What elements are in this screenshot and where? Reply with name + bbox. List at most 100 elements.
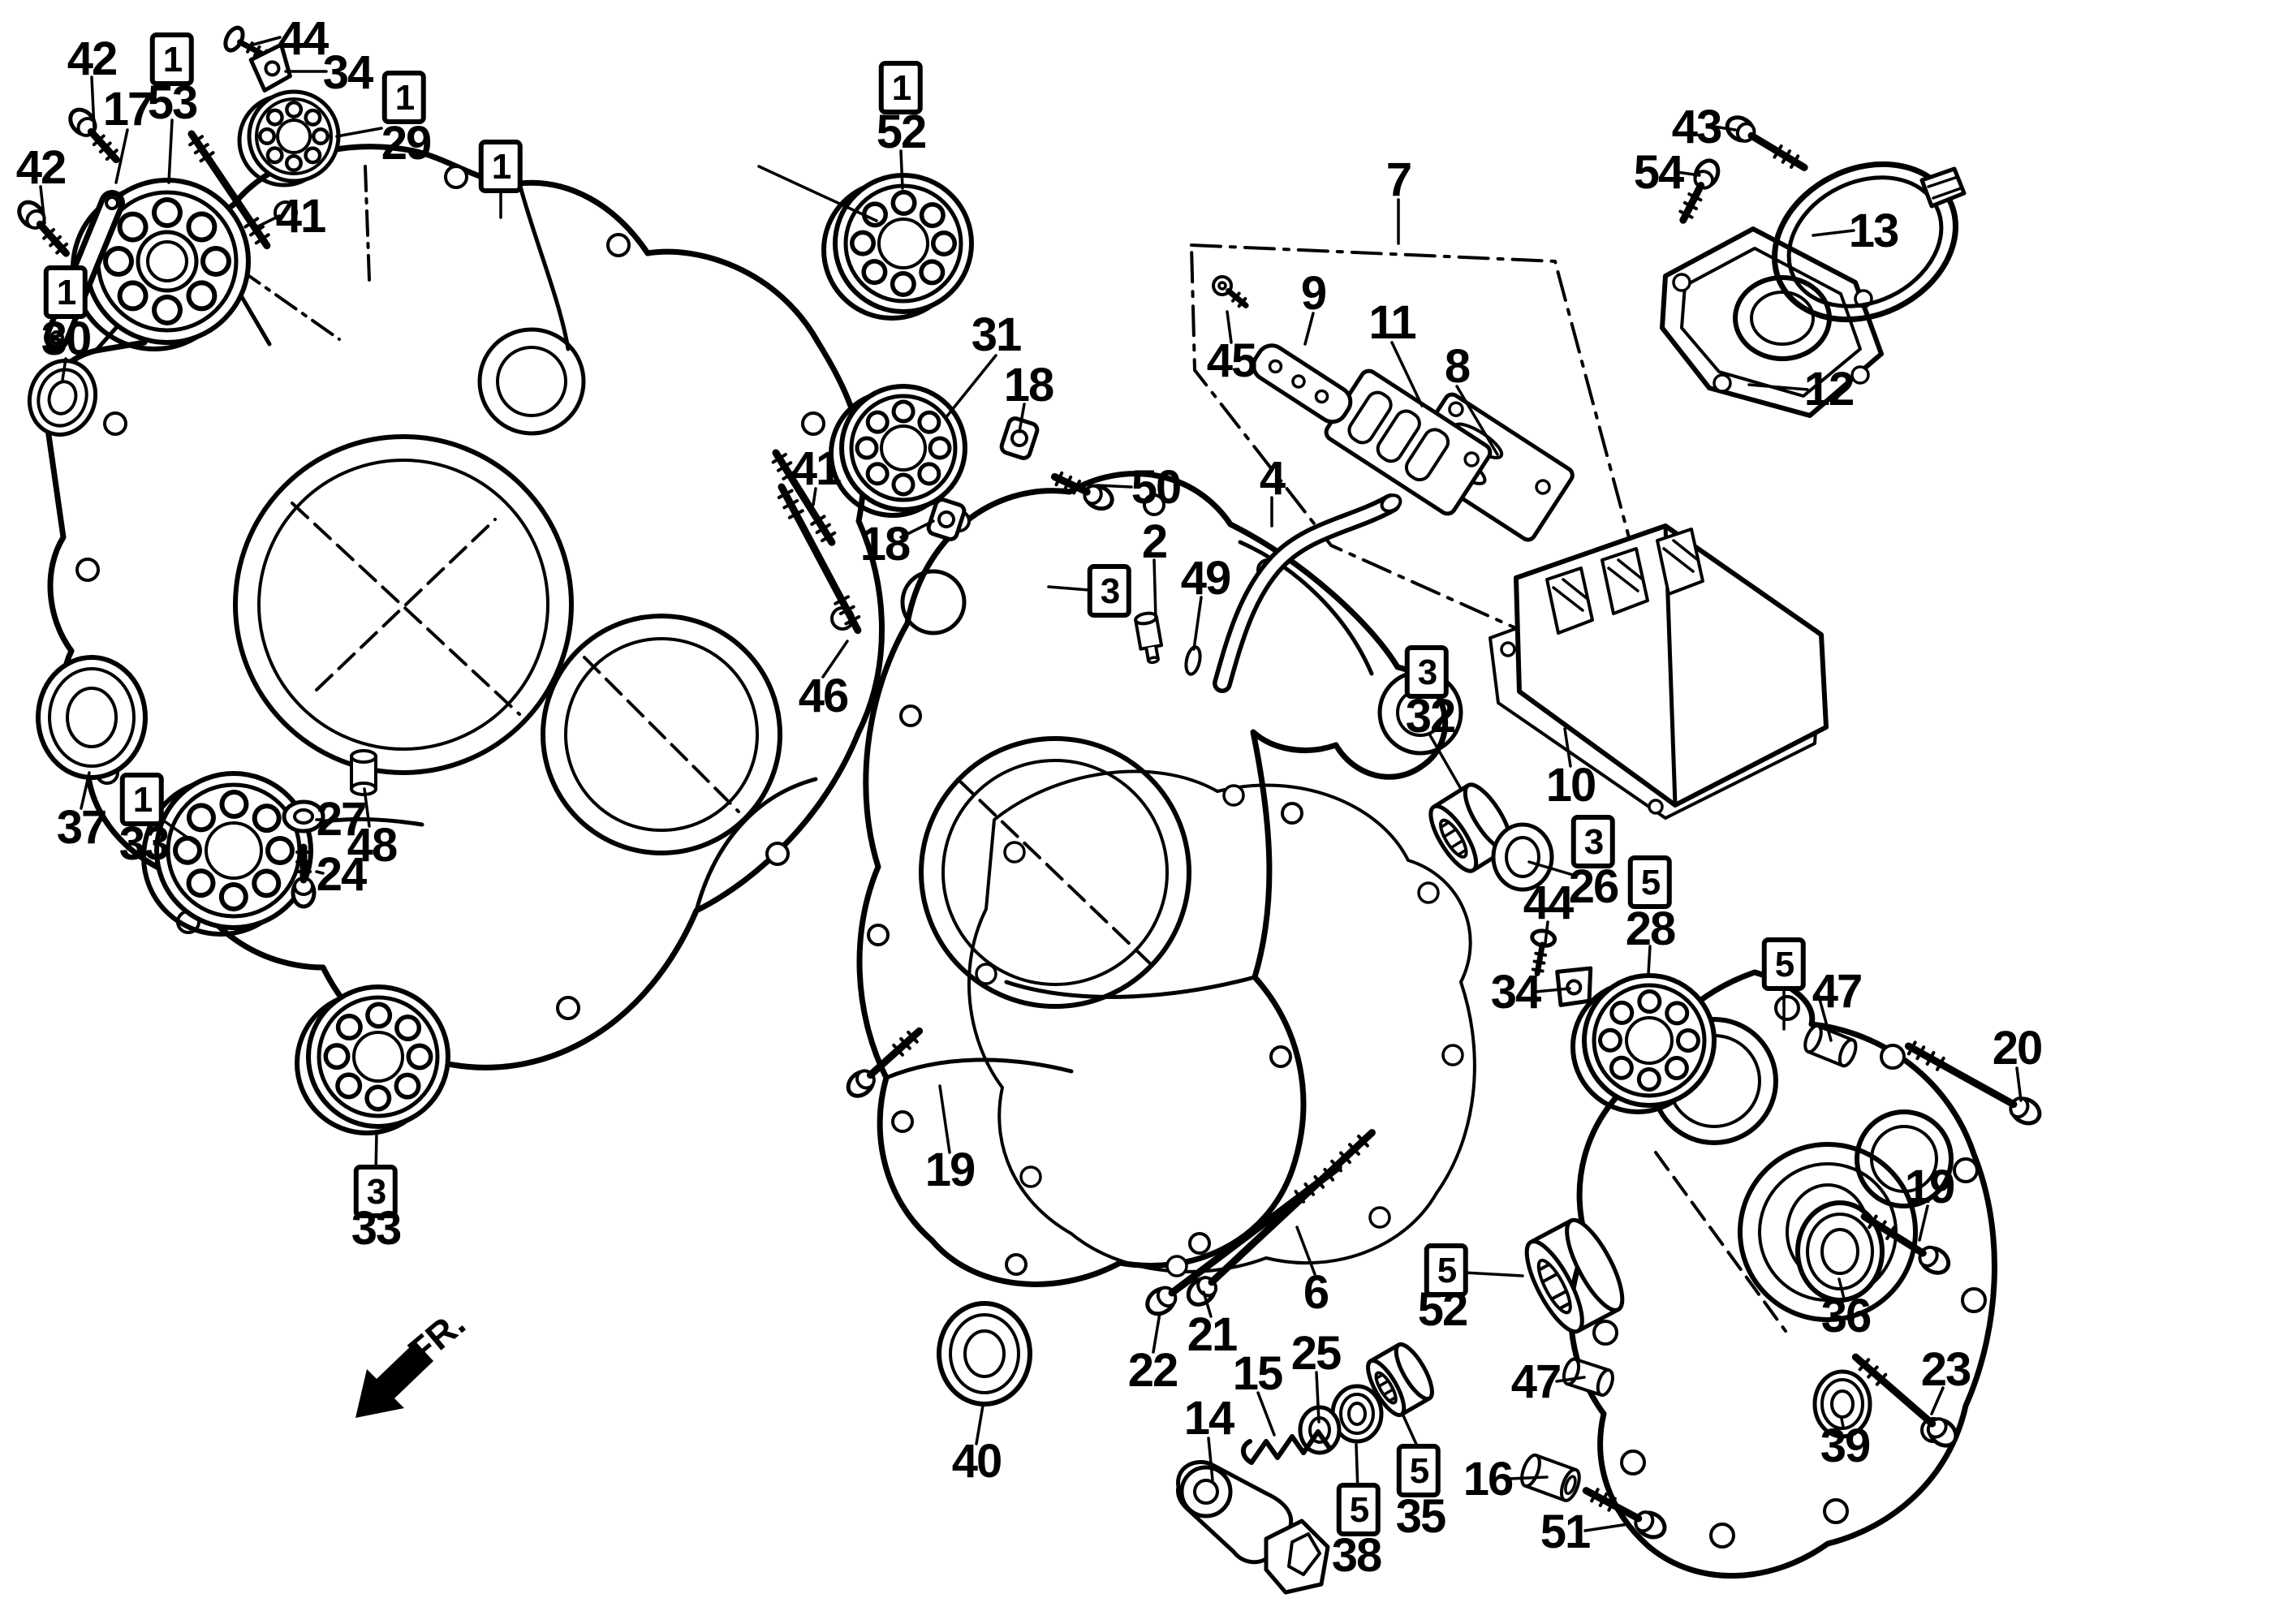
callout-24: 24 [316,848,367,901]
callout-17: 17 [102,83,153,136]
oil-seal-39 [1812,1369,1872,1439]
callout-18-a: 18 [1003,359,1054,411]
reed-valve-cage-10 [1514,523,1829,808]
callout-44-a: 44 [278,12,329,65]
stud-41-lower [771,449,837,546]
callout-48: 48 [347,819,398,872]
fr-arrow-icon [355,1342,433,1418]
callout-53: 53 [147,76,198,129]
right-crankcase-half [856,471,1463,1287]
bolt-23 [1851,1353,1958,1448]
callout-9: 9 [1300,267,1327,320]
callout-8: 8 [1444,340,1471,393]
oil-seal-40 [937,1301,1032,1406]
stud-46 [777,483,862,635]
callout-45: 45 [1206,334,1257,387]
pin-49 [1184,645,1202,676]
callout-7: 7 [1385,153,1412,206]
group-3-c: 3 [353,1165,399,1218]
clip-18-upper [999,416,1040,460]
callout-4: 4 [1259,452,1286,505]
group-1-c: 1 [478,140,523,193]
callout-15: 15 [1232,1347,1283,1400]
callout-21: 21 [1187,1308,1238,1361]
callout-19-a: 19 [924,1144,976,1196]
callout-31: 31 [971,308,1022,361]
callout-50: 50 [1131,461,1182,514]
bearing-31 [829,384,967,518]
bolt-19-right [1860,1213,1951,1275]
callout-13: 13 [1848,205,1899,257]
callout-41-a: 41 [275,190,326,243]
thrust-washer-26 [1491,822,1554,892]
reed-valve-plate-11 [1324,368,1493,516]
clip-34-lower [1555,966,1593,1007]
bolt-50 [1050,471,1114,511]
oil-seal-30 [27,359,98,437]
group-5-d: 5 [1396,1444,1441,1497]
callout-52-b: 52 [1417,1283,1468,1336]
group-3-a: 3 [1087,564,1132,618]
callout-16: 16 [1463,1453,1514,1506]
callout-34-b: 34 [1490,966,1541,1019]
reed-strip-9 [1252,343,1353,424]
callout-33-a: 33 [118,817,170,870]
leader-lines [39,36,2023,1532]
callout-33-b: 33 [351,1202,402,1255]
callout-34-a: 34 [322,46,373,99]
callout-44-b: 44 [1523,877,1574,929]
callout-30: 30 [41,312,92,365]
oil-seal-36 [1795,1200,1885,1303]
group-5-b: 5 [1761,937,1807,991]
callout-19-b: 19 [1904,1161,1955,1213]
callout-18-b: 18 [860,518,911,571]
callout-47-a: 47 [1812,965,1863,1018]
callout-14: 14 [1183,1392,1234,1445]
callout-2: 2 [1141,515,1168,568]
bearing-53 [71,178,251,351]
callout-37: 37 [56,801,107,854]
group-1-d: 1 [43,265,88,319]
group-5-e: 5 [1336,1483,1381,1536]
callout-20: 20 [1992,1022,2043,1075]
callout-25: 25 [1290,1327,1342,1380]
bolt-19-left [846,1027,924,1098]
oil-seal-37 [36,655,148,780]
group-1-a: 1 [149,32,195,86]
callout-52-a: 52 [876,106,927,158]
lever-14 [1176,1460,1330,1595]
group-5-c: 5 [1424,1243,1469,1297]
callout-11: 11 [1368,296,1416,349]
callout-27: 27 [316,793,367,846]
group-3-d: 3 [1570,815,1616,868]
callout-42-b: 42 [15,141,67,194]
callout-29: 29 [381,117,432,170]
callout-23: 23 [1920,1343,1971,1396]
sealing-washer-27 [282,799,325,834]
bearing-52-upper [821,173,974,321]
oil-pipe-4 [1213,493,1402,693]
callout-49: 49 [1180,552,1231,605]
bushing-16 [1520,1453,1581,1502]
callout-42-a: 42 [67,32,118,85]
bolt-22 [1145,1163,1342,1316]
callout-32: 32 [1405,690,1456,743]
callout-38: 38 [1331,1529,1382,1582]
callout-54: 54 [1633,146,1684,199]
roller-bearing-52-lower [1524,1217,1625,1334]
callout-40: 40 [951,1435,1002,1488]
callout-28: 28 [1625,902,1676,955]
bearing-33-lower [295,984,450,1135]
intake-manifold-12 [1660,226,1884,418]
bearing-29 [237,89,341,187]
group-3-b: 3 [1404,645,1450,699]
bolt-43 [1725,115,1808,171]
callout-39: 39 [1820,1419,1871,1472]
assembly-7-dashed-boundary [1190,243,1674,700]
callout-12: 12 [1803,363,1855,416]
clip-18-lower [926,498,967,541]
screw-45 [1212,275,1249,308]
